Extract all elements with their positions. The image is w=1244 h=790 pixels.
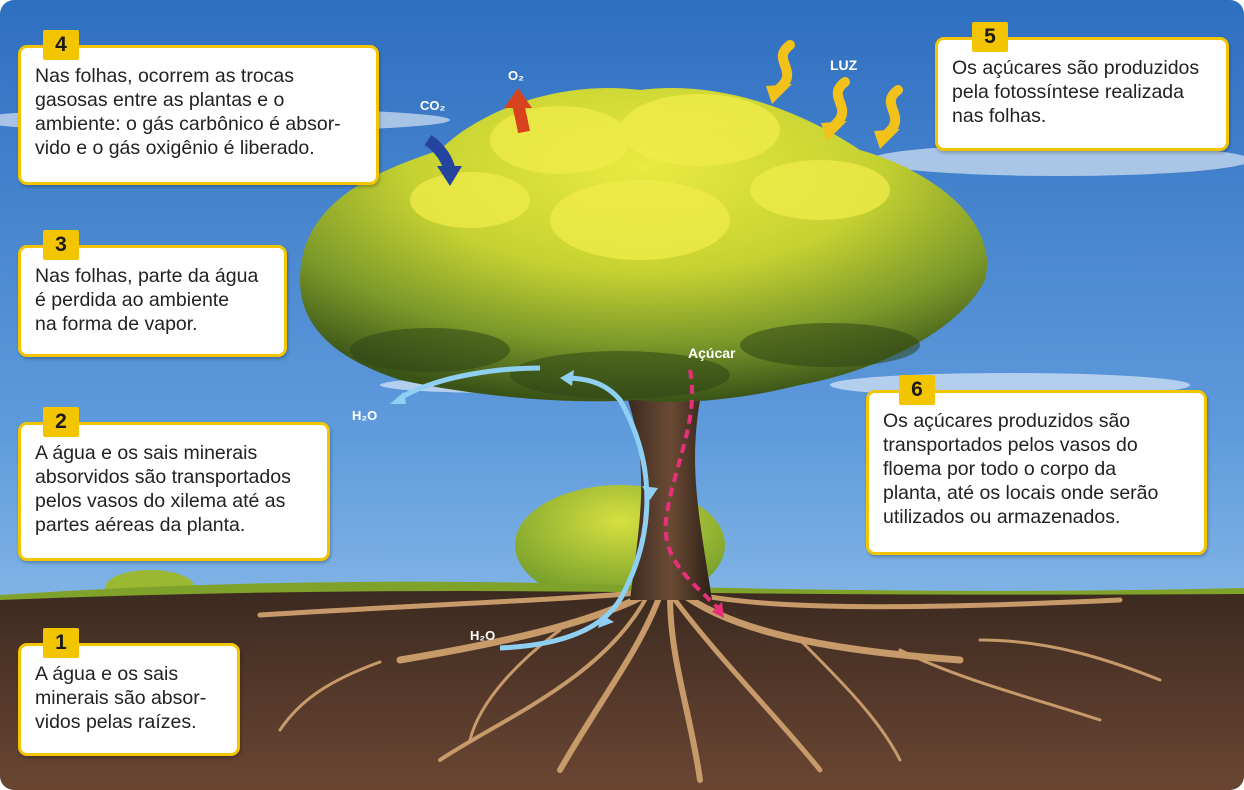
transpiration-arrow	[398, 365, 541, 401]
xylem-arrowhead-top	[560, 370, 574, 386]
roots	[257, 586, 1162, 783]
callout-number-badge: 2	[43, 407, 79, 437]
o2-arrowhead	[504, 88, 532, 108]
soil	[0, 591, 1244, 790]
callout-number-badge: 3	[43, 230, 79, 260]
co2-arrowhead	[437, 166, 462, 186]
sugar-label: Açúcar	[688, 345, 736, 361]
o2-label: O₂	[508, 68, 524, 83]
xylem-arrowhead-trunk	[642, 486, 658, 500]
tree-crown	[300, 88, 988, 402]
callout-6: 6 Os açúcares produzidos são transportad…	[866, 375, 1207, 555]
callout-2: 2 A água e os sais minerais absorvidos s…	[18, 407, 330, 561]
light-arrowheads	[766, 84, 900, 149]
transpiration-arrowhead	[390, 392, 406, 404]
callout-number-badge: 6	[899, 375, 935, 405]
callout-5: 5 Os açúcares são produzidos pela fotoss…	[935, 22, 1229, 151]
light-label: LUZ	[830, 57, 858, 73]
callout-text: Nas folhas, ocorrem as trocas gasosas en…	[35, 65, 341, 159]
callout-text: A água e os sais minerais absorvidos são…	[35, 442, 291, 536]
water-roots-label: H₂O	[470, 628, 495, 643]
callout-1: 1 A água e os sais minerais são absor- v…	[18, 628, 240, 756]
water-leaves-label: H₂O	[352, 408, 377, 423]
light-arrows	[775, 40, 903, 138]
callout-4: 4 Nas folhas, ocorrem as trocas gasosas …	[18, 30, 379, 185]
co2-label: CO₂	[420, 98, 446, 113]
phloem-arrowhead	[712, 602, 724, 618]
trunk	[628, 400, 712, 600]
callout-text: Os açúcares são produzidos pela fotossín…	[952, 57, 1200, 127]
callout-number-badge: 4	[43, 30, 79, 60]
callout-number-badge: 5	[972, 22, 1008, 52]
o2-arrow	[512, 102, 530, 134]
phloem-sugar-arrow	[663, 369, 722, 612]
callout-3: 3 Nas folhas, parte da água é perdida ao…	[18, 230, 287, 357]
callout-text: Os açúcares produzidos são transportados…	[883, 410, 1159, 528]
xylem-water-arrow	[499, 375, 650, 651]
callout-text: Nas folhas, parte da água é perdida ao a…	[35, 265, 259, 335]
xylem-arrowhead-root	[598, 615, 614, 628]
callout-text: A água e os sais minerais são absor- vid…	[35, 663, 207, 733]
callout-number-badge: 1	[43, 628, 79, 658]
